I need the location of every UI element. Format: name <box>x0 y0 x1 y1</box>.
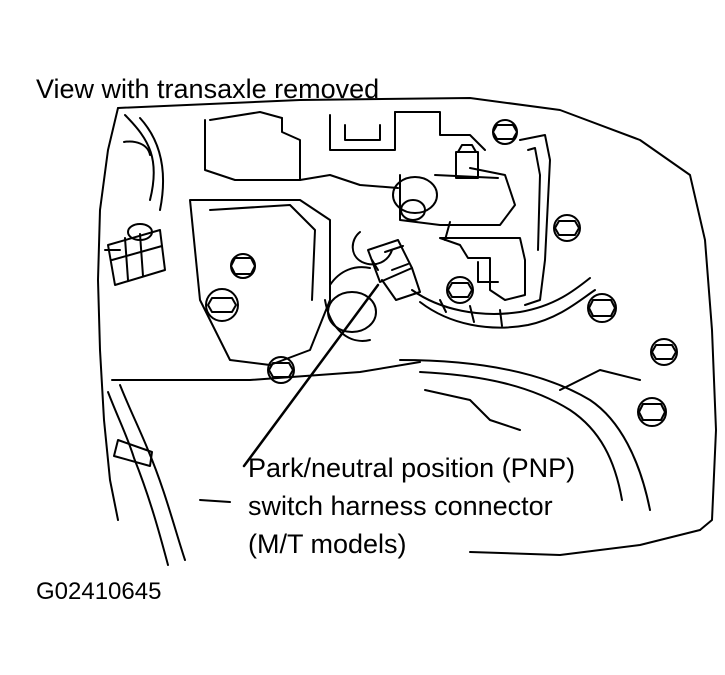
callout-line-3: (M/T models) <box>248 529 407 559</box>
engine-block-outline <box>97 97 717 556</box>
left-sensor-connector <box>107 223 166 286</box>
harness-bracket <box>439 134 551 306</box>
diagram-title: View with transaxle removed <box>36 74 380 104</box>
callout-leader-line <box>242 283 380 468</box>
lower-right-cover <box>399 359 651 511</box>
wire-harness <box>411 277 596 329</box>
bolt-left-upper <box>230 253 256 279</box>
bolt-right-1 <box>553 214 581 242</box>
figure-id: G02410645 <box>36 578 162 605</box>
bolt-center-top <box>455 144 479 179</box>
bolt-center-lower <box>267 356 295 384</box>
left-hose <box>107 384 231 566</box>
bolt-left-lower <box>205 288 239 322</box>
bolt-right-3 <box>650 338 678 366</box>
bolt-right-2 <box>587 293 617 323</box>
callout-line-1: Park/neutral position (PNP) <box>248 453 576 483</box>
bolt-top-right <box>492 119 518 145</box>
bolt-center-mid <box>446 276 474 304</box>
callout-line-2: switch harness connector <box>248 491 553 521</box>
center-sensor-bracket <box>299 111 516 226</box>
pnp-connector-callout: Park/neutral position (PNP) switch harne… <box>248 449 575 563</box>
bolt-right-4 <box>637 397 667 427</box>
left-mount-bracket <box>123 111 331 366</box>
lower-housing <box>324 266 377 342</box>
pnp-harness-connector <box>351 231 421 301</box>
